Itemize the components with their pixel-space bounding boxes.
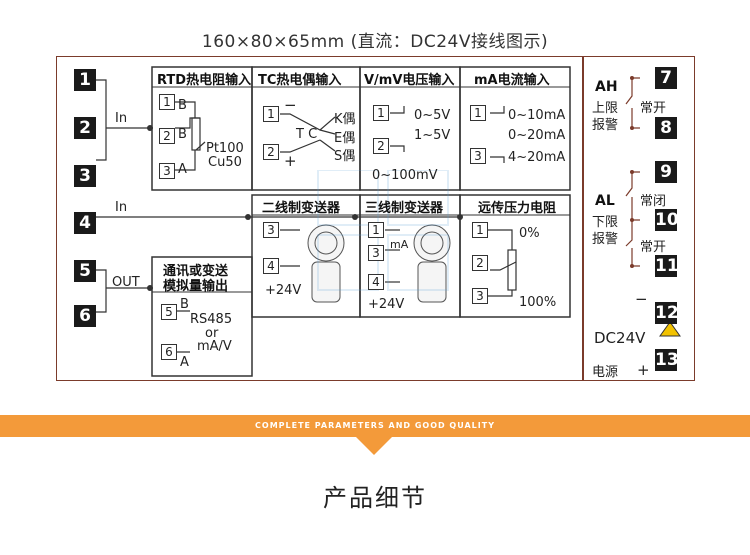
terminal-13: 13 xyxy=(655,349,679,371)
remote-0-percent: 0% xyxy=(519,226,540,241)
ma-pin-3: 3 xyxy=(470,148,486,164)
terminal-2: 2 xyxy=(74,117,96,139)
mv-pin-2: 2 xyxy=(373,138,389,154)
power-label: 电源 xyxy=(592,365,619,380)
terminal-12: 12 xyxy=(655,302,679,324)
label-out: OUT xyxy=(112,275,140,290)
label-in-1: In xyxy=(115,111,128,126)
ah-sub-1: 上限 xyxy=(592,101,619,116)
comm-a-label: A xyxy=(180,355,189,370)
mv-range-1-5v: 1~5V xyxy=(414,128,451,143)
mv-header: V/mV电压输入 xyxy=(364,73,455,88)
tc-pin-2: 2 xyxy=(263,144,279,160)
tc-plus: + xyxy=(284,152,297,170)
section-title: 产品细节 xyxy=(323,484,427,512)
three-wire-supply: +24V xyxy=(368,297,405,312)
two-wire-header: 二线制变送器 xyxy=(262,201,341,216)
mv-range-0-100mv: 0~100mV xyxy=(372,168,438,183)
comm-pin-5: 5 xyxy=(161,304,177,320)
power-minus: − xyxy=(635,290,648,308)
terminal-1: 1 xyxy=(74,69,96,91)
ah-label: AH xyxy=(595,79,618,95)
ma-range-0-10: 0~10mA xyxy=(508,108,566,123)
remote-header: 远传压力电阻 xyxy=(478,201,557,216)
terminal-10: 10 xyxy=(655,209,679,231)
tc-type-e: E偶 xyxy=(334,131,356,146)
ah-sub-2: 报警 xyxy=(592,118,619,133)
ma-header: mA电流输入 xyxy=(474,73,550,88)
al-normally-closed: 常闭 xyxy=(640,194,667,209)
comm-header-2: 模拟量输出 xyxy=(163,279,229,294)
watermark-logo xyxy=(313,169,453,320)
ma-range-4-20: 4~20mA xyxy=(508,150,566,165)
terminal-9: 9 xyxy=(655,161,677,183)
right-frame xyxy=(583,56,695,381)
tc-minus: − xyxy=(284,96,297,114)
comm-header-1: 通讯或变送 xyxy=(163,264,229,279)
rtd-sensor-pt100: Pt100 xyxy=(206,141,244,156)
comm-mav: mA/V xyxy=(197,339,232,354)
tc-pin-1: 1 xyxy=(263,106,279,122)
tc-type-s: S偶 xyxy=(334,149,356,164)
three-wire-pin-3: 3 xyxy=(368,245,384,261)
three-wire-pin-1: 1 xyxy=(368,222,384,238)
wiring-lines xyxy=(96,66,681,377)
terminal-3: 3 xyxy=(74,165,96,187)
mv-range-0-5v: 0~5V xyxy=(414,108,451,123)
remote-100-percent: 100% xyxy=(519,295,557,310)
rtd-pin-1: 1 xyxy=(159,94,175,110)
terminal-8: 8 xyxy=(655,117,677,139)
remote-pin-2: 2 xyxy=(472,255,488,271)
terminal-6: 6 xyxy=(74,305,96,327)
al-normally-open: 常开 xyxy=(640,240,667,255)
rtd-pin-2: 2 xyxy=(159,128,175,144)
rtd-pin-3: 3 xyxy=(159,163,175,179)
power-plus: + xyxy=(637,361,650,379)
rtd-letter-a: A xyxy=(178,162,187,177)
rtd-header: RTD热电阻输入 xyxy=(157,73,252,88)
two-wire-supply: +24V xyxy=(265,283,302,298)
tc-header: TC热电偶输入 xyxy=(258,73,342,88)
label-in-2: In xyxy=(115,200,128,215)
ah-normally-open: 常开 xyxy=(640,101,667,116)
three-wire-ma: mA xyxy=(390,238,409,251)
terminal-7: 7 xyxy=(655,67,677,89)
section-band xyxy=(0,415,750,437)
three-wire-header: 三线制变送器 xyxy=(365,201,444,216)
power-dc24v: DC24V xyxy=(594,329,646,347)
comm-or: or xyxy=(205,326,219,341)
terminal-11: 11 xyxy=(655,255,679,277)
three-wire-pin-4: 4 xyxy=(368,274,384,290)
comm-pin-6: 6 xyxy=(161,344,177,360)
remote-pin-1: 1 xyxy=(472,222,488,238)
band-text: COMPLETE PARAMETERS AND GOOD QUALITY xyxy=(255,421,495,430)
al-label: AL xyxy=(595,193,615,209)
tc-type-k: K偶 xyxy=(334,112,356,127)
ma-range-0-20: 0~20mA xyxy=(508,128,566,143)
ma-pin-1: 1 xyxy=(470,105,486,121)
al-sub-1: 下限 xyxy=(592,215,619,230)
comm-rs485: RS485 xyxy=(190,312,233,327)
remote-pin-3: 3 xyxy=(472,288,488,304)
terminal-5: 5 xyxy=(74,260,96,282)
comm-b-label: B xyxy=(180,297,189,312)
rtd-letter-b1: B xyxy=(178,98,187,113)
two-wire-pin-4: 4 xyxy=(263,258,279,274)
mv-pin-1: 1 xyxy=(373,105,389,121)
main-frame xyxy=(56,56,583,381)
rtd-sensor-cu50: Cu50 xyxy=(208,155,242,170)
rtd-letter-b2: B xyxy=(178,127,187,142)
diagram-title: 160×80×65mm (直流：DC24V接线图示) xyxy=(201,32,549,52)
tc-center-label: T C xyxy=(296,127,318,142)
band-notch xyxy=(356,437,392,455)
terminal-4: 4 xyxy=(74,212,96,234)
two-wire-pin-3: 3 xyxy=(263,222,279,238)
al-sub-2: 报警 xyxy=(592,232,619,247)
